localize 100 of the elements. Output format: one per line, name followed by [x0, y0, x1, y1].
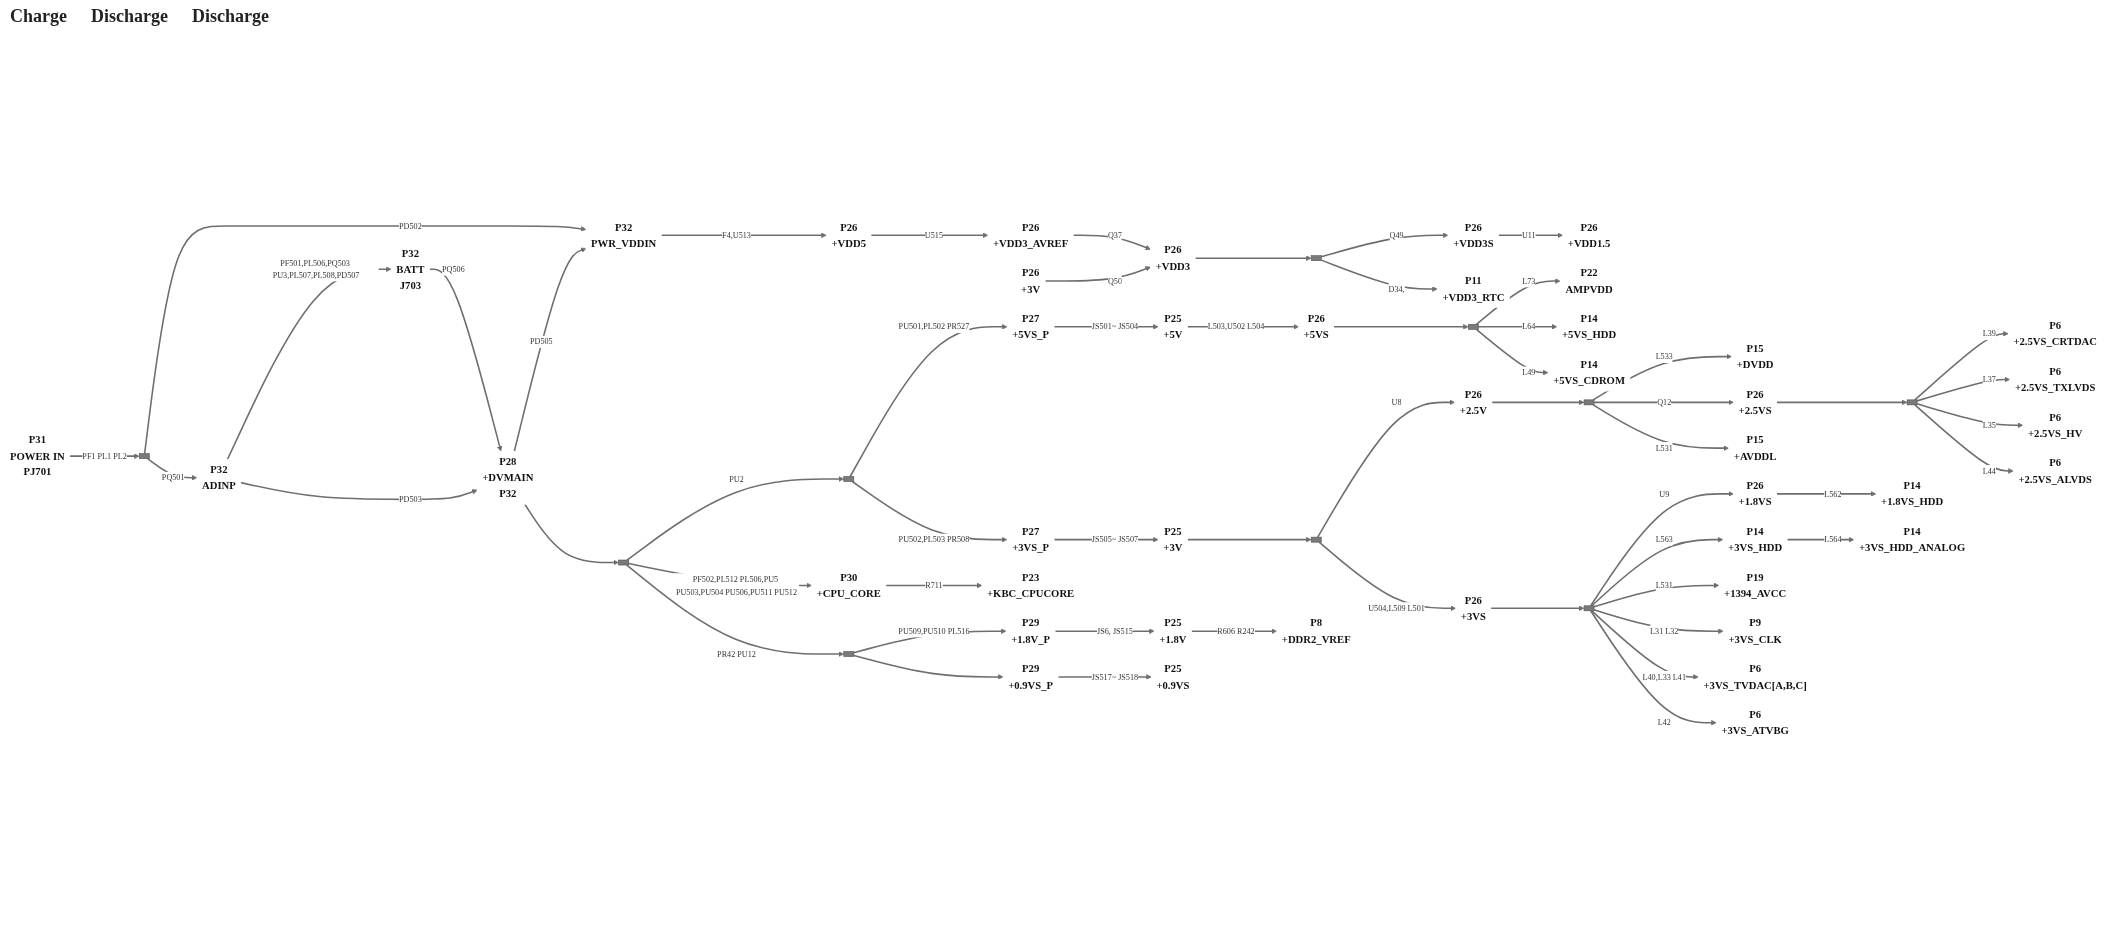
node-text: P19 +1394_AVCC: [1724, 571, 1787, 600]
arrow: [1044, 266, 1151, 282]
node-bar: [1468, 324, 1479, 330]
arrow: [626, 476, 844, 561]
arrow: [1593, 582, 1720, 608]
node-text: P26 +2.5VS: [1738, 388, 1772, 417]
edge-label: PU509,PU510 PL516: [898, 626, 970, 636]
edge-label: L42: [1657, 717, 1671, 728]
edge-label: R711: [925, 580, 943, 590]
node-text: P25 +3V: [1163, 525, 1183, 554]
note-label: Charge: [10, 6, 67, 27]
node-bar: [618, 559, 629, 566]
arrow: [1914, 404, 2014, 474]
edge-label: L31 L32: [1650, 626, 1679, 636]
edge-label: Q49: [1389, 230, 1404, 240]
arrow: [513, 247, 587, 453]
arrow: [1320, 232, 1449, 258]
arrow: [143, 225, 587, 455]
node-text: P25 +1.8V: [1159, 617, 1187, 645]
note-label: Discharge: [91, 6, 168, 27]
node-text: P26 +VDD3: [1155, 244, 1191, 272]
arrow: [1591, 610, 1699, 680]
node-bar: [843, 651, 855, 657]
node-text: P6 +2.5VS_TXLVDS: [2014, 365, 2096, 394]
edge-label: JS6, JS515: [1097, 626, 1133, 636]
node-text: P14 +3VS_HDD_ANALOG: [1859, 525, 1966, 554]
edge-label: U504,L509 L501: [1368, 603, 1425, 613]
node-text: P6 +2.5VS_HV: [2028, 411, 2083, 440]
arrow: [1914, 330, 2009, 401]
edge-label: L563: [1655, 534, 1673, 545]
node-text: P29 +0.9VS_P: [1008, 662, 1054, 691]
node-text: P23 +KBC_CPUCORE: [987, 571, 1075, 600]
edge-label: D34,: [1388, 284, 1405, 294]
edge-label: JS505~ JS507: [1091, 534, 1139, 545]
arrow: [1916, 403, 2024, 428]
edge-label: L44: [1982, 466, 1996, 476]
arrow: [524, 503, 619, 566]
edge-label: JS501~ JS504: [1091, 321, 1139, 332]
node-text: P30 +CPU_CORE: [816, 571, 881, 600]
arrow: [1490, 605, 1585, 612]
node-text: P15 +AVDDL: [1733, 434, 1777, 462]
node-text: P25 +5V: [1163, 312, 1183, 341]
arrow: [1316, 399, 1456, 538]
node-text: P26 +3VS: [1460, 594, 1486, 623]
edge-label: PQ506: [442, 264, 465, 274]
edge-label: Q37: [1107, 230, 1122, 240]
edge-label: L533: [1655, 351, 1673, 362]
node-text: P26 +VDD5: [831, 221, 867, 250]
arrow: [1475, 328, 1549, 376]
node-text: P32 PWR_VDDIN: [591, 221, 657, 250]
node-text: P26 +2.5V: [1459, 388, 1487, 417]
edge-label: U9: [1659, 489, 1670, 499]
node-text: P29 +1.8V_P: [1011, 617, 1051, 645]
node-bar: [1906, 399, 1918, 406]
edge-label: R606 R242: [1217, 626, 1255, 636]
arrow: [1320, 259, 1438, 292]
edge-label: L531: [1655, 580, 1673, 590]
node-text: P14 +5VS_HDD: [1562, 312, 1617, 341]
arrow: [428, 268, 503, 452]
node-text: P25 +0.9VS: [1156, 662, 1190, 691]
edge-label: L503,U502 L504: [1207, 321, 1265, 332]
node-text: P26 +5VS: [1303, 312, 1329, 341]
edge-label: PR42 PU12: [717, 649, 756, 659]
edge-label: JS517~ JS518: [1091, 672, 1139, 682]
arrow: [1477, 324, 1558, 330]
edge-label: PU2: [729, 474, 744, 484]
node-text: P6 +2.5VS_ALVDS: [2018, 456, 2092, 485]
arrow: [1072, 234, 1151, 251]
node-text: P26 +3V: [1021, 266, 1041, 295]
edge-label: Q12: [1657, 397, 1672, 407]
arrow: [1194, 255, 1312, 261]
node-text: P22 AMPVDD: [1565, 266, 1613, 295]
edge-label: L564: [1824, 534, 1842, 545]
node-text: P6 +3VS_ATVBG: [1721, 708, 1789, 737]
node-bar: [1583, 605, 1595, 612]
node-text: P32 ADINP: [202, 463, 236, 492]
node-text: P15 +DVDD: [1736, 342, 1774, 371]
edge-label: PU501,PL502 PR527: [898, 321, 970, 332]
node-text: P27 +5VS_P: [1012, 312, 1050, 341]
edge-label: F4,U513: [722, 230, 751, 240]
edge-label: L531: [1655, 443, 1673, 453]
edge-label: L37: [1982, 374, 1996, 385]
edge-label: L49: [1522, 367, 1536, 378]
edge-label: Q50: [1107, 276, 1122, 286]
arrow: [240, 481, 478, 501]
edge-label: PU502,PL503 PR508: [898, 534, 970, 545]
node-text: P9 +3VS_CLK: [1728, 617, 1782, 645]
edge-label: L562: [1824, 489, 1842, 499]
node-bar: [138, 453, 150, 459]
note-label: Discharge: [192, 6, 269, 27]
arrow: [1589, 610, 1717, 726]
node-text: P26 +1.8VS: [1738, 479, 1772, 508]
edge-label: PF1 PL1 PL2: [82, 451, 127, 461]
edge-label: PF501,PL506,PQ503 PU3,PL507,PL508,PD507: [272, 258, 360, 280]
edge-label: L39: [1982, 328, 1996, 339]
arrow: [1775, 491, 1877, 497]
arrow: [853, 654, 1004, 680]
node-text: P32 BATT J703: [396, 247, 425, 292]
node-text: P26 +VDD3S: [1453, 221, 1494, 250]
node-bar: [843, 476, 855, 482]
